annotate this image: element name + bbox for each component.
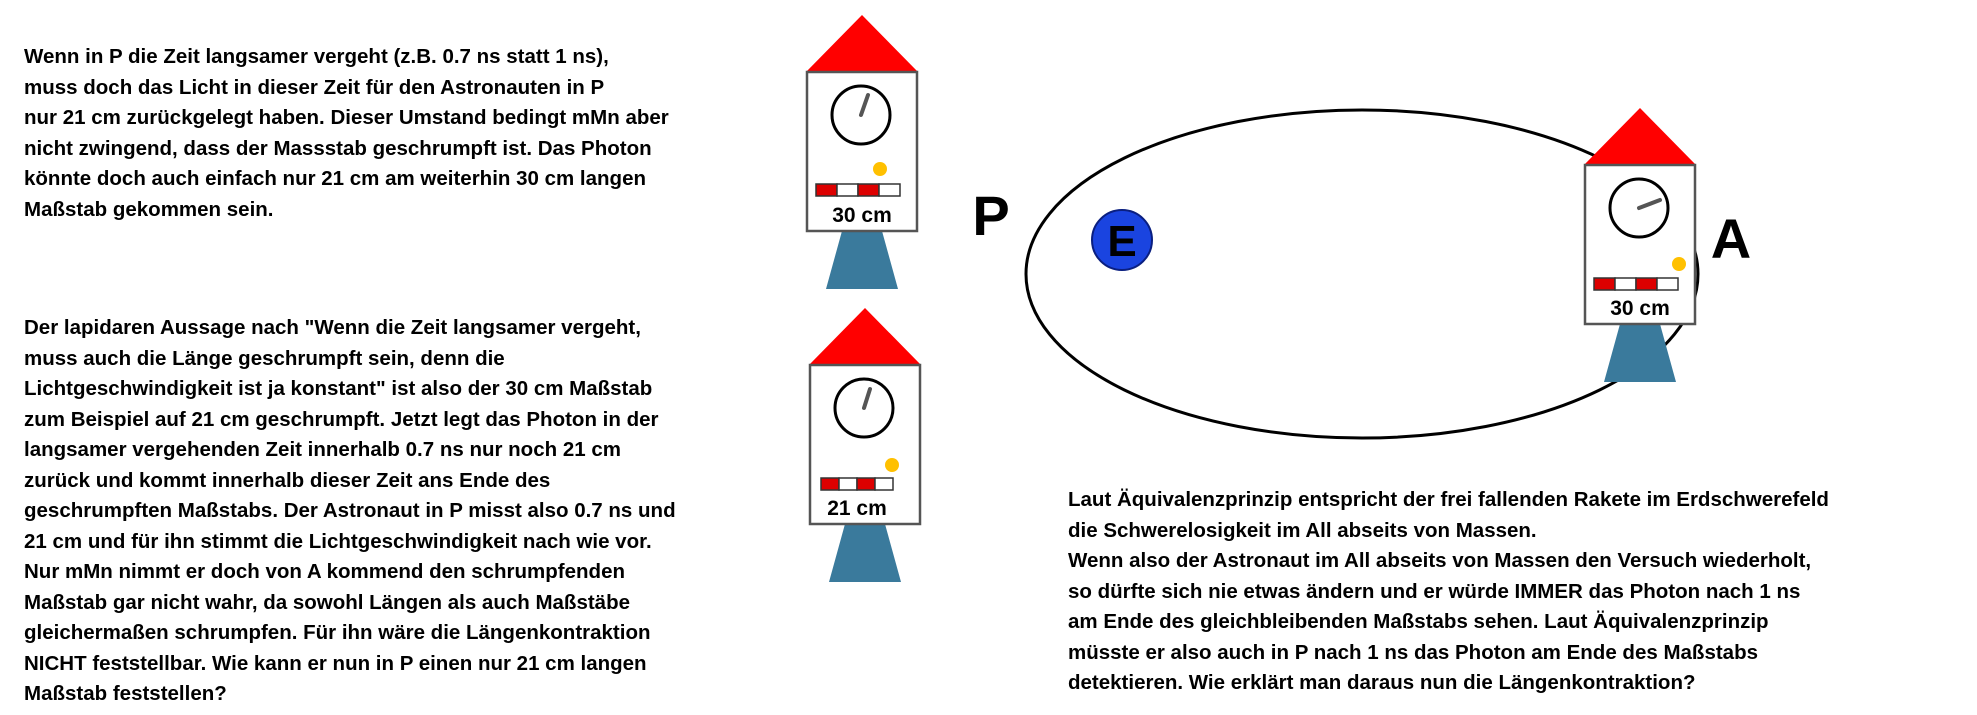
rocket-engine xyxy=(826,231,898,289)
rocket-right: 30 cm xyxy=(1583,108,1697,382)
ruler-bar xyxy=(815,183,901,197)
photon-icon xyxy=(1672,257,1686,271)
ruler-label: 30 cm xyxy=(1610,297,1670,320)
rocket-nose xyxy=(809,308,921,365)
earth-icon: E xyxy=(1091,209,1153,271)
rocket-middle: 21 cm xyxy=(808,308,922,582)
point-p-label: P xyxy=(972,184,1009,247)
ruler-bar xyxy=(820,477,894,491)
rocket-engine xyxy=(1604,324,1676,382)
rocket-body xyxy=(808,363,922,526)
clock-icon xyxy=(1608,177,1670,239)
paragraph-length-question: Wenn in P die Zeit langsamer vergeht (z.… xyxy=(24,45,669,221)
earth-label: E xyxy=(1107,217,1136,266)
rocket-nose xyxy=(806,15,918,72)
photon-icon xyxy=(873,162,887,176)
paragraph-equivalence-principle: Laut Äquivalenzprinzip entspricht der fr… xyxy=(1068,488,1829,694)
ruler-label: 30 cm xyxy=(832,204,892,227)
rocket-engine xyxy=(829,524,901,582)
paragraph-contraction-argument: Der lapidaren Aussage nach "Wenn die Zei… xyxy=(24,316,676,705)
ruler-bar xyxy=(1593,277,1679,291)
ruler-label: 21 cm xyxy=(827,497,887,520)
rocket-top: 30 cm xyxy=(805,15,919,289)
point-a-label: A xyxy=(1711,207,1751,270)
photon-icon xyxy=(885,458,899,472)
clock-icon xyxy=(833,377,895,439)
rocket-nose xyxy=(1584,108,1696,165)
clock-icon xyxy=(830,84,892,146)
orbit-ellipse xyxy=(1024,108,1700,440)
earth-disc xyxy=(1091,209,1153,271)
